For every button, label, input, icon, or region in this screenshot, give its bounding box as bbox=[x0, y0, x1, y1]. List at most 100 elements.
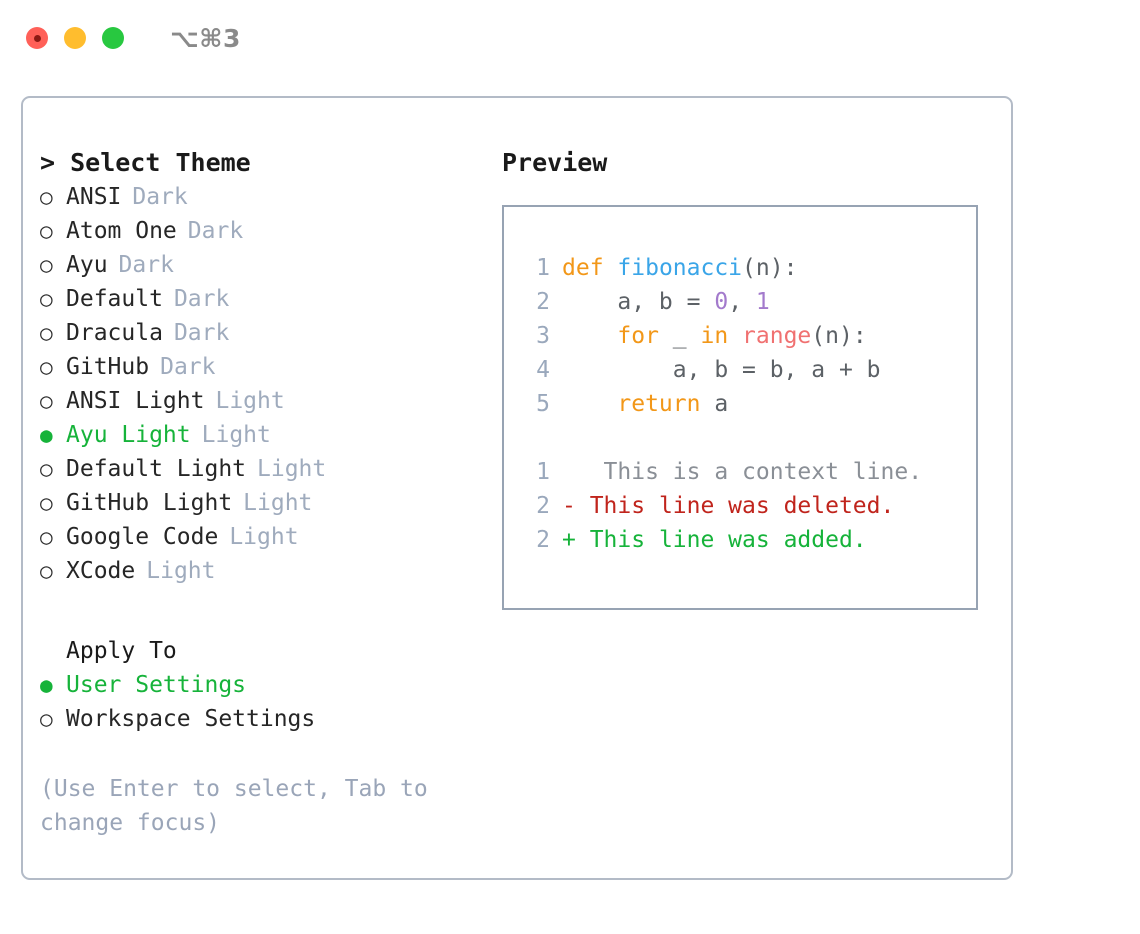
code-line: 1 def fibonacci(n): bbox=[520, 251, 976, 285]
theme-kind-label: Light bbox=[146, 558, 216, 584]
code-token: a, b = b, a + b bbox=[562, 357, 881, 383]
maximize-window-button[interactable] bbox=[102, 27, 124, 49]
theme-name: GitHub Light bbox=[66, 490, 233, 516]
theme-name: Default bbox=[66, 286, 163, 312]
radio-selected-icon: ● bbox=[40, 423, 53, 447]
close-window-button[interactable] bbox=[26, 27, 48, 49]
theme-kind-label: Light bbox=[243, 490, 313, 516]
section-divider bbox=[40, 588, 490, 634]
diff-marker: + bbox=[562, 527, 576, 553]
theme-name: Default Light bbox=[66, 456, 247, 482]
code-token: return bbox=[617, 391, 701, 417]
code-line-text: return a bbox=[562, 387, 728, 421]
code-token: (n): bbox=[811, 323, 867, 349]
code-token: def bbox=[562, 255, 604, 281]
title-bar: ⌥⌘3 bbox=[0, 0, 1140, 76]
code-token bbox=[562, 323, 617, 349]
apply-to-option-workspace-settings[interactable]: ○ Workspace Settings bbox=[40, 702, 490, 736]
theme-kind-label: Dark bbox=[132, 184, 188, 210]
diff-line-text: This line was added. bbox=[575, 527, 867, 553]
line-number: 1 bbox=[536, 459, 550, 485]
theme-name: Atom One bbox=[66, 218, 177, 244]
line-number: 5 bbox=[536, 391, 550, 417]
apply-to-label: Workspace Settings bbox=[66, 706, 316, 732]
code-line-text: def fibonacci(n): bbox=[562, 251, 797, 285]
code-line: 5 return a bbox=[520, 387, 976, 421]
radio-unselected-icon: ○ bbox=[40, 287, 53, 311]
code-token: a, b = bbox=[562, 289, 715, 315]
code-line-text: a, b = b, a + b bbox=[562, 353, 881, 387]
code-line-text: for _ in range(n): bbox=[562, 319, 867, 353]
radio-unselected-icon: ○ bbox=[40, 457, 53, 481]
code-line: 4 a, b = b, a + b bbox=[520, 353, 976, 387]
theme-kind-label: Light bbox=[215, 388, 285, 414]
code-token: 0 bbox=[714, 289, 729, 315]
diff-line-text: This is a context line. bbox=[575, 459, 923, 485]
select-theme-heading: > Select Theme bbox=[40, 148, 251, 177]
radio-selected-icon: ● bbox=[40, 673, 53, 697]
radio-unselected-icon: ○ bbox=[40, 389, 53, 413]
code-token: _ bbox=[658, 323, 701, 349]
code-token: 1 bbox=[755, 289, 770, 315]
line-number: 2 bbox=[536, 527, 550, 553]
theme-name: Google Code bbox=[66, 524, 219, 550]
apply-to-list[interactable]: ●User Settings ○ Workspace Settings bbox=[40, 668, 490, 736]
radio-unselected-icon: ○ bbox=[40, 491, 53, 515]
apply-to-option-user-settings[interactable]: ●User Settings bbox=[40, 668, 490, 702]
theme-name: XCode bbox=[66, 558, 136, 584]
radio-unselected-icon: ○ bbox=[40, 707, 53, 731]
code-line: 3 for _ in range(n): bbox=[520, 319, 976, 353]
diff-sample: 1 This is a context line.2- This line wa… bbox=[520, 455, 976, 557]
theme-kind-label: Dark bbox=[187, 218, 244, 244]
code-token: a bbox=[700, 391, 729, 417]
line-number: 2 bbox=[536, 493, 550, 519]
theme-name: ANSI bbox=[66, 184, 122, 210]
line-number: 4 bbox=[536, 357, 550, 383]
theme-option-ayu-light[interactable]: ● Ayu Light Light bbox=[40, 418, 490, 452]
preview-title: Preview bbox=[502, 148, 608, 177]
radio-unselected-icon: ○ bbox=[40, 525, 53, 549]
code-token bbox=[604, 255, 618, 281]
theme-option-github-light[interactable]: ○ GitHub Light Light bbox=[40, 486, 490, 520]
theme-option-default[interactable]: ○ Default Dark bbox=[40, 282, 490, 316]
theme-kind-label: Dark bbox=[160, 354, 216, 380]
code-token: for bbox=[617, 323, 659, 349]
window-controls bbox=[26, 27, 124, 49]
code-token bbox=[562, 391, 617, 417]
line-number: 1 bbox=[536, 255, 550, 281]
theme-kind-label: Dark bbox=[173, 286, 230, 312]
keyboard-hint-text: (Use Enter to select, Tab to change focu… bbox=[40, 776, 442, 836]
theme-option-ansi[interactable]: ○ ANSI Dark bbox=[40, 180, 490, 214]
theme-name: ANSI Light bbox=[66, 388, 205, 414]
diff-marker: - bbox=[562, 493, 576, 519]
theme-kind-label: Dark bbox=[173, 320, 230, 346]
code-diff-gap bbox=[520, 421, 976, 455]
apply-to-heading: Apply To bbox=[66, 638, 177, 664]
code-token: in bbox=[700, 323, 729, 349]
radio-unselected-icon: ○ bbox=[40, 185, 53, 209]
minimize-window-button[interactable] bbox=[64, 27, 86, 49]
theme-option-ansi-light[interactable]: ○ ANSI Light Light bbox=[40, 384, 490, 418]
code-line: 2 a, b = 0, 1 bbox=[520, 285, 976, 319]
theme-kind-label: Light bbox=[201, 422, 271, 448]
code-token bbox=[728, 323, 742, 349]
diff-line: 1 This is a context line. bbox=[520, 455, 976, 489]
diff-line: 2- This line was deleted. bbox=[520, 489, 976, 523]
theme-name: GitHub bbox=[66, 354, 150, 380]
theme-name: Ayu bbox=[66, 252, 108, 278]
theme-name: Ayu Light bbox=[66, 422, 191, 448]
theme-name: Dracula bbox=[66, 320, 163, 346]
